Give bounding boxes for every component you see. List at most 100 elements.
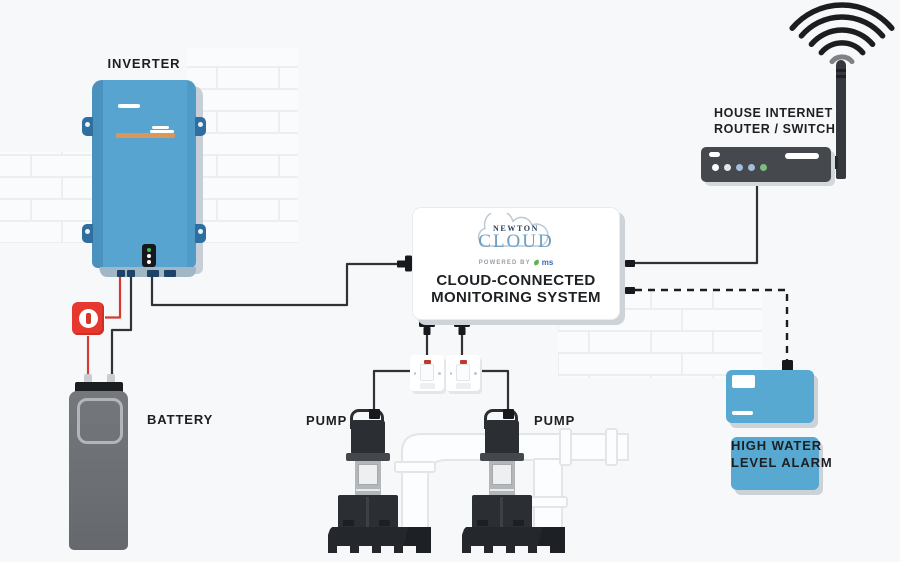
inverter-detail-line (150, 130, 174, 133)
pump-left-device (328, 407, 431, 553)
pump-foot-notch (515, 546, 528, 553)
label-alarm-line1: HIGH WATER (731, 438, 823, 453)
title-line-2: MONITORING SYSTEM (431, 289, 601, 306)
pump-base-seam (500, 497, 503, 529)
outlet-indicator (459, 360, 467, 364)
battery-disconnect-switch (72, 302, 104, 335)
pump-cable-plug (503, 409, 514, 419)
outlet-screw (449, 372, 452, 375)
pump-detail-line (356, 489, 380, 491)
inverter-terminal (127, 270, 135, 277)
outlet-right (446, 355, 480, 391)
alarm-detail-line (732, 411, 753, 415)
pump-cable-plug (369, 409, 380, 419)
wires-black (110, 183, 759, 412)
mounting-tab-icon (195, 117, 206, 136)
powered-brand-text: ms (541, 258, 554, 267)
label-alarm-line2: LEVEL ALARM (731, 455, 833, 470)
router-led (760, 164, 767, 171)
inverter-device (82, 80, 206, 277)
router-led (736, 164, 743, 171)
outlet-screw (474, 372, 477, 375)
monitoring-system-title: CLOUD-CONNECTED MONITORING SYSTEM (413, 272, 619, 306)
led-indicator-icon (142, 244, 156, 267)
logo-brand-top: NEWTON (493, 224, 539, 233)
battery-handle (77, 398, 123, 444)
pump-bolt (343, 520, 354, 526)
power-switch-icon (78, 309, 98, 328)
inverter-terminal (147, 270, 159, 277)
title-line-1: CLOUD-CONNECTED (436, 272, 596, 289)
wires-red (86, 274, 122, 376)
outlet-left (410, 355, 444, 391)
label-pump-left: PUMP (306, 413, 348, 428)
battery-terminal (107, 374, 115, 384)
pump-foot-notch (537, 546, 550, 553)
outlet-screw (413, 372, 416, 375)
powered-by-text: POWERED BY (478, 259, 531, 266)
pump-foot-notch (493, 546, 506, 553)
mounting-tab-icon (82, 224, 93, 243)
pump-window (358, 464, 378, 485)
pump-bolt (513, 520, 524, 526)
powered-by-row: POWERED BY ms (413, 258, 619, 267)
logo-brand-main: CLOUD (478, 231, 554, 252)
label-battery: BATTERY (147, 412, 214, 427)
outlet-plate (455, 383, 471, 389)
outlet-switch (420, 364, 434, 381)
alarm-screen (732, 375, 755, 388)
pump-collar (480, 453, 524, 461)
pump-window (492, 464, 512, 485)
inverter-orange-stripe (116, 133, 175, 138)
wire-dashed-alarm (635, 288, 789, 362)
router-led (712, 164, 719, 171)
pump-foot-notch (381, 546, 394, 553)
outlet-screw (438, 372, 441, 375)
router-slot (785, 153, 819, 159)
pump-detail-line (490, 489, 514, 491)
router-led (724, 164, 731, 171)
pump-motor (485, 420, 519, 455)
label-pump-right: PUMP (534, 413, 576, 428)
pump-collar (346, 453, 390, 461)
label-router-line1: HOUSE INTERNET (714, 106, 833, 120)
pump-foot-notch (359, 546, 372, 553)
pump-base-seam (366, 497, 369, 529)
pump-bolt (379, 520, 390, 526)
brick-wall-left (0, 48, 298, 243)
pump-foot-notch (471, 546, 484, 553)
pump-right-device (462, 407, 565, 553)
battery-device (69, 374, 128, 550)
newton-cloud-logo: NEWTON CLOUD (470, 213, 562, 257)
cable-plugs (397, 255, 793, 371)
battery-terminal (84, 374, 92, 384)
label-inverter: INVERTER (107, 56, 181, 71)
router-slot (709, 152, 720, 157)
wifi-icon (789, 2, 895, 65)
pump-foot-notch (403, 546, 416, 553)
pump-handle (350, 409, 384, 429)
label-router: HOUSE INTERNET ROUTER / SWITCH (714, 105, 836, 137)
cloud-outline-icon (477, 213, 549, 247)
mounting-tab-icon (82, 117, 93, 136)
monitoring-system-device: NEWTON CLOUD POWERED BY ms CLOUD-CONNECT… (412, 207, 620, 320)
inverter-detail-line (118, 104, 140, 108)
pump-foot-notch (337, 546, 350, 553)
router-device (701, 147, 831, 182)
inverter-terminal (117, 270, 125, 277)
inverter-detail-line (152, 126, 169, 129)
router-led (748, 164, 755, 171)
pump-motor (351, 420, 385, 455)
pump-handle (484, 409, 518, 429)
outlet-plate (419, 383, 435, 389)
ms-leaf-icon (533, 259, 540, 266)
high-water-alarm-device (726, 370, 814, 423)
pump-bolt (477, 520, 488, 526)
outlet-indicator (423, 360, 431, 364)
outlet-switch (456, 364, 470, 381)
label-router-line2: ROUTER / SWITCH (714, 122, 836, 136)
antenna (836, 60, 846, 179)
label-alarm: HIGH WATER LEVEL ALARM (731, 437, 833, 490)
inverter-terminal (164, 270, 176, 277)
